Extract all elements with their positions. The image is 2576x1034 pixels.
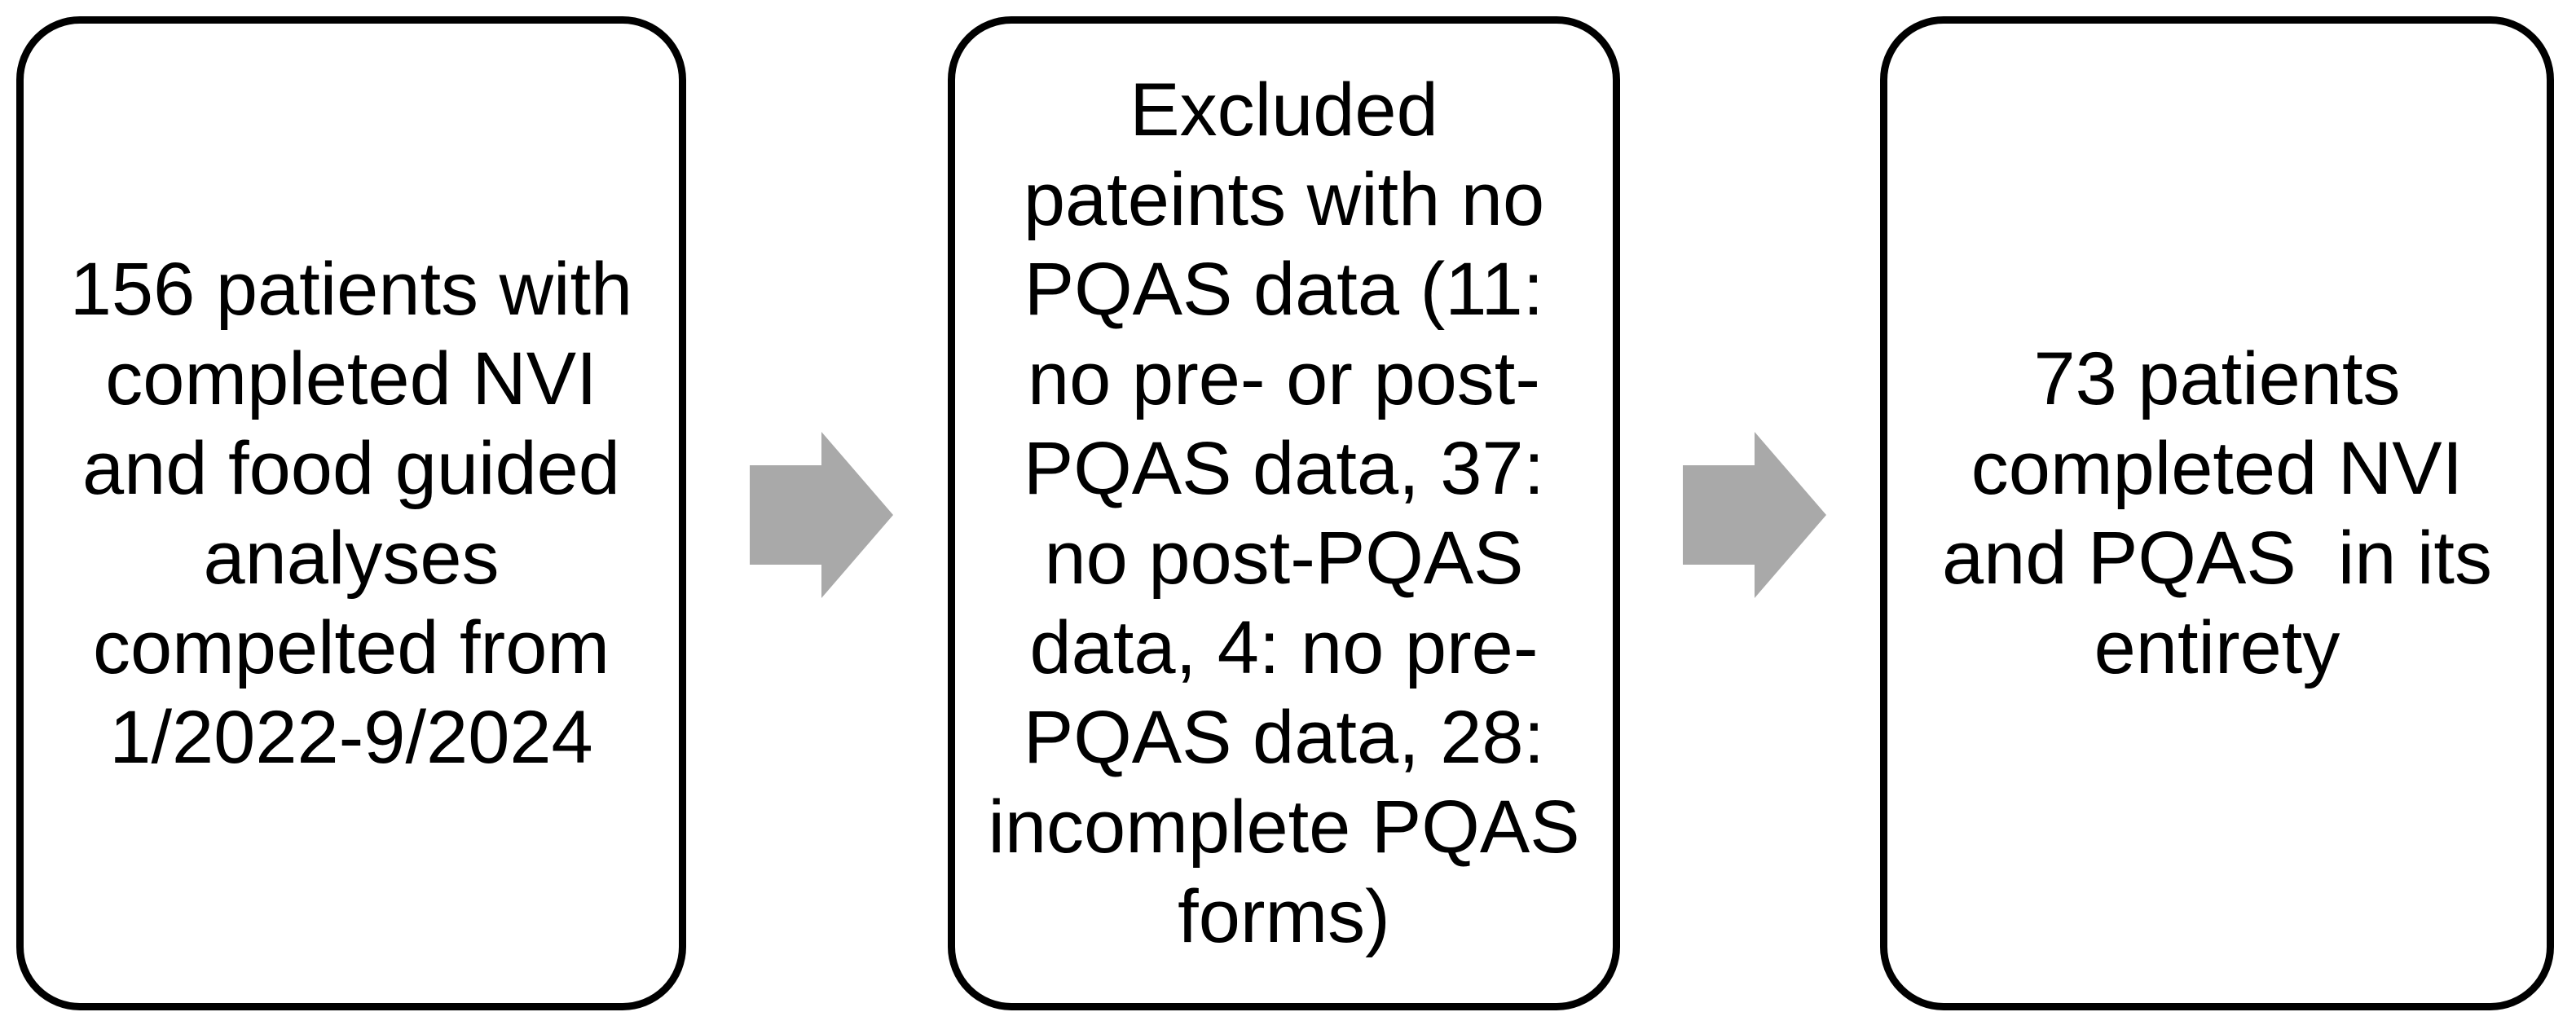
flow-box-exclusions: Excluded pateints with no PQAS data (11:… <box>948 16 1620 1010</box>
flow-box-final-cohort: 73 patients completed NVI and PQAS in it… <box>1880 16 2554 1010</box>
right-arrow-shape <box>750 432 893 598</box>
right-arrow-icon <box>750 432 893 598</box>
flow-box-initial-cohort-text: 156 patients with completed NVI and food… <box>69 248 633 779</box>
right-arrow-icon <box>1683 432 1826 598</box>
flow-box-initial-cohort: 156 patients with completed NVI and food… <box>16 16 686 1010</box>
right-arrow-shape <box>1683 432 1826 598</box>
flow-box-exclusions-text: Excluded pateints with no PQAS data (11:… <box>988 68 1580 958</box>
flow-box-final-cohort-text: 73 patients completed NVI and PQAS in it… <box>1942 337 2492 689</box>
